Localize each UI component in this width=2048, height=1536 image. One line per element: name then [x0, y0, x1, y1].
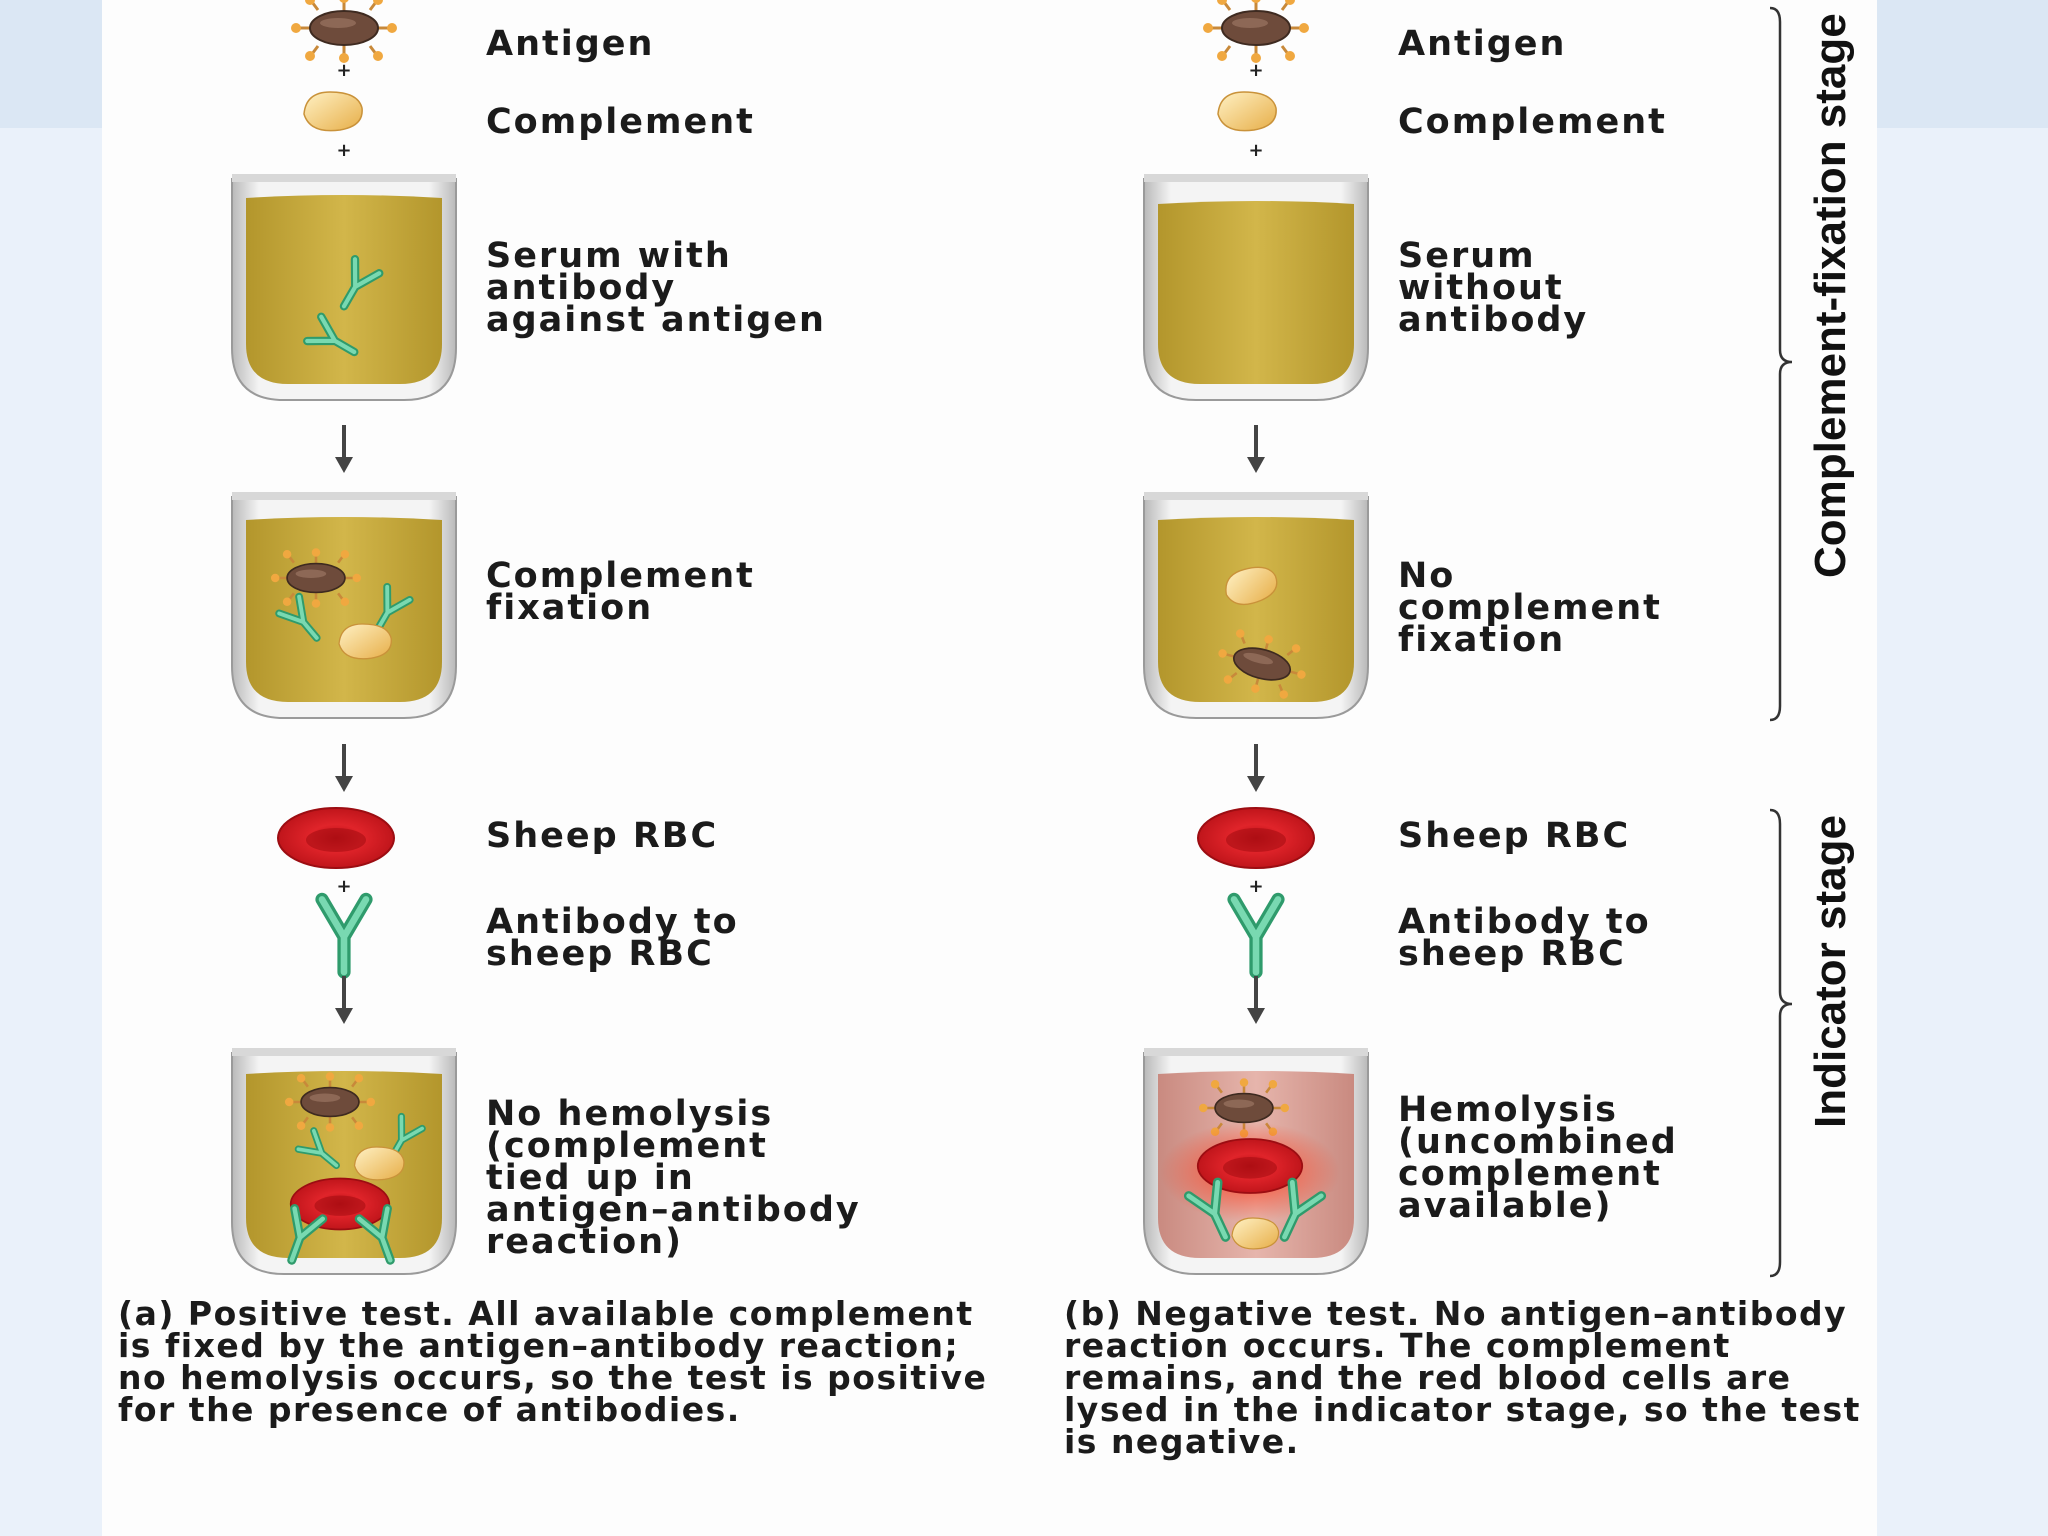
fixation-stage-bracket	[1769, 6, 1793, 722]
left-plus-2: +	[336, 140, 352, 161]
left-result-antigen-icon	[283, 1070, 377, 1134]
left-plus-1: +	[336, 60, 352, 81]
left-fixation-complement-icon	[338, 623, 393, 660]
left-complement-label: Complement	[486, 102, 755, 142]
right-arrow-3	[1245, 974, 1267, 1026]
fixation-stage-label: Complement-fixation stage	[1806, 13, 1855, 578]
right-result-label: Hemolysis (uncombined complement availab…	[1398, 1090, 1678, 1226]
left-result-complement-icon	[353, 1146, 405, 1181]
right-plus-3: +	[1248, 876, 1264, 897]
right-serum-tube	[1143, 173, 1369, 401]
right-caption-head: (b) Negative test.	[1064, 1294, 1421, 1333]
left-antigen-icon	[289, 0, 399, 65]
right-antigen-icon	[1201, 0, 1311, 65]
right-sheep-rbc-label: Sheep RBC	[1398, 816, 1631, 856]
right-antigen-label: Antigen	[1398, 24, 1567, 64]
right-sheep-rbc-icon	[1197, 807, 1315, 869]
left-fixation-antigen-icon	[269, 546, 363, 610]
left-fixation-tube	[231, 491, 457, 719]
left-serum-tube	[231, 173, 457, 401]
right-caption: (b) Negative test. No antigen–antibody r…	[1064, 1297, 1884, 1458]
left-caption-body: All available complement is fixed by the…	[118, 1294, 988, 1429]
right-complement-label: Complement	[1398, 102, 1667, 142]
right-no-fixation-label: No complement fixation	[1398, 556, 1662, 660]
left-result-label: No hemolysis (complement tied up in anti…	[486, 1094, 861, 1262]
right-result-complement-icon	[1231, 1217, 1280, 1250]
left-complement-icon	[303, 91, 363, 132]
right-hemolysis-tube	[1143, 1047, 1369, 1275]
right-antibody-rbc-icon	[1234, 899, 1278, 972]
right-plus-2: +	[1248, 140, 1264, 161]
left-caption: (a) Positive test. All available complem…	[118, 1297, 988, 1426]
left-arrow-3	[333, 974, 355, 1026]
right-arrow-2	[1245, 742, 1267, 794]
left-arrow-1	[333, 423, 355, 475]
left-antibody-rbc-label: Antibody to sheep RBC	[486, 902, 739, 974]
left-antigen-label: Antigen	[486, 24, 655, 64]
left-result-rbc-icon	[289, 1177, 391, 1231]
left-serum-label: Serum with antibody against antigen	[486, 236, 826, 340]
right-arrow-1	[1245, 423, 1267, 475]
indicator-stage-bracket	[1769, 808, 1793, 1278]
right-serum-label: Serum without antibody	[1398, 236, 1589, 340]
right-complement-icon	[1217, 91, 1277, 132]
indicator-stage-label: Indicator stage	[1806, 815, 1855, 1128]
right-antibody-rbc-label: Antibody to sheep RBC	[1398, 902, 1651, 974]
left-sheep-rbc-icon	[277, 807, 395, 869]
left-caption-head: (a) Positive test.	[118, 1294, 456, 1333]
left-fixation-label: Complement fixation	[486, 556, 755, 628]
right-caption-body: No antigen–antibody reaction occurs. The…	[1064, 1294, 1861, 1461]
right-no-fixation-tube	[1143, 491, 1369, 719]
left-result-tube	[231, 1047, 457, 1275]
left-arrow-2	[333, 742, 355, 794]
right-plus-1: +	[1248, 60, 1264, 81]
left-antibody-rbc-icon	[322, 899, 366, 972]
left-sheep-rbc-label: Sheep RBC	[486, 816, 719, 856]
left-plus-3: +	[336, 876, 352, 897]
